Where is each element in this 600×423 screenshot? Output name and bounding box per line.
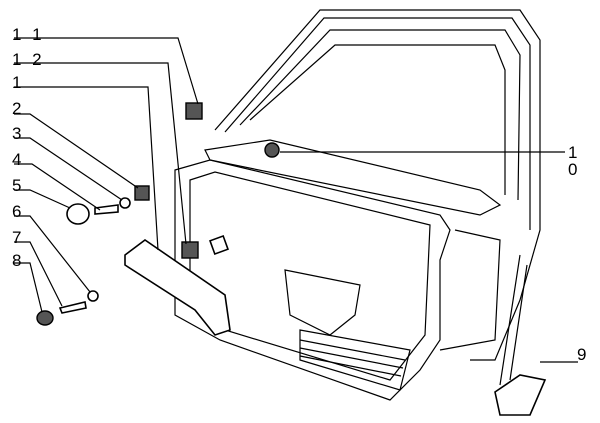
cap-5 [66, 203, 90, 225]
cover-9 [494, 374, 547, 416]
callout-10: 1 0 [568, 143, 581, 179]
door-trim-panel [174, 159, 451, 401]
callout-11: 1 1 [12, 25, 45, 44]
washer-3 [119, 197, 131, 209]
washer-6 [87, 290, 99, 302]
callout-9: 9 [577, 345, 590, 364]
callout-7: 7 [12, 228, 25, 247]
screw-7 [58, 301, 87, 314]
callout-5: 5 [12, 176, 25, 195]
window-seal-strip [204, 139, 502, 216]
cap-8 [36, 310, 54, 326]
speaker-grille [299, 329, 411, 391]
nut-2 [134, 185, 150, 201]
callout-4: 4 [12, 150, 25, 169]
clip-12 [181, 241, 199, 259]
callout-1: 1 [12, 73, 25, 92]
door-frame [214, 9, 541, 361]
clip-11 [185, 102, 203, 120]
armrest-pocket [284, 269, 361, 336]
clip-10 [264, 142, 280, 158]
callout-6: 6 [12, 202, 25, 221]
callout-8: 8 [12, 251, 25, 270]
callout-3: 3 [12, 124, 25, 143]
leader-lines [14, 37, 578, 386]
screw-4 [94, 204, 119, 215]
callout-12: 1 2 [12, 50, 45, 69]
callout-2: 2 [12, 99, 25, 118]
